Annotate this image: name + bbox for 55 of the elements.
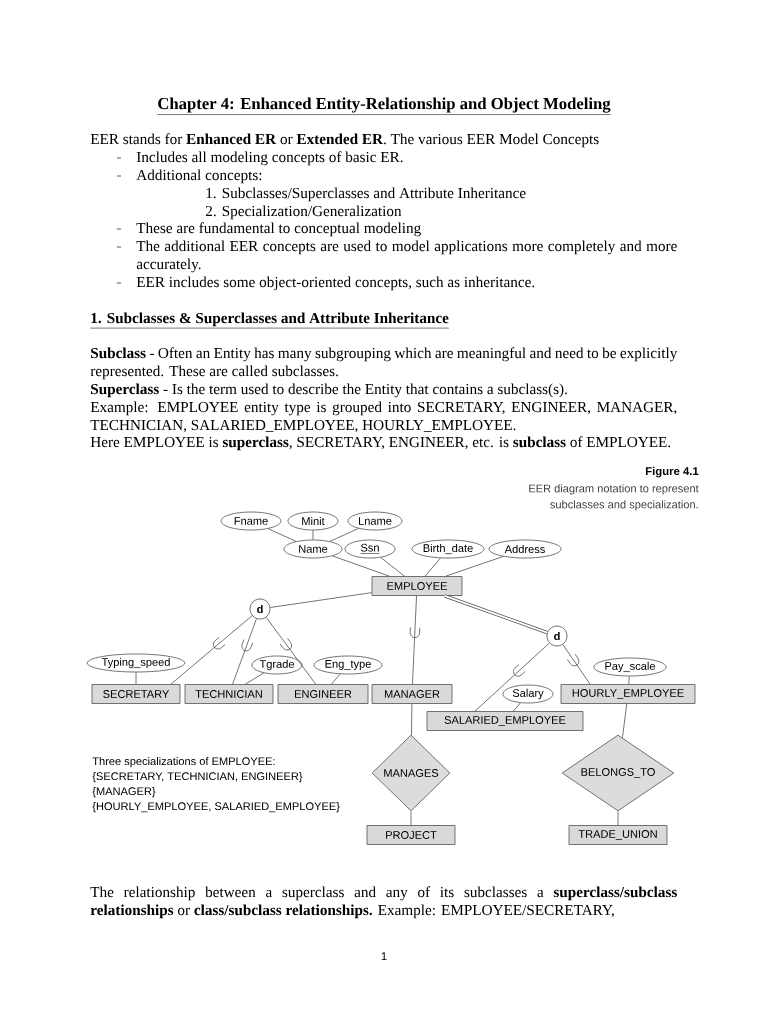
entity-box: PROJECT [366,825,456,845]
connector-line [269,592,372,608]
entity-box: MANAGER [371,684,453,704]
entity-box: SECRETARY [91,684,181,704]
subset-line [265,616,317,685]
figure-note: {SECRETARY, TECHNICIAN, ENGINEER} [92,772,303,783]
connector-line [135,672,137,685]
entity-box: SALARIED_EMPLOYEE [426,711,584,731]
figure-note: Three specializations of EMPLOYEE: [92,757,275,768]
connector-line [380,557,405,577]
page-number: 1 [381,952,387,960]
body-text: The relationship between a superclass and any of its subclasses a superclass/subclass relationships or class/subclass relationships. Example: EMPLOYEE/SECRETARY, [90,886,677,919]
section-heading: 1. Subclasses & Superclasses and Attribute Inheritance [90,312,450,329]
figure-note: {MANAGER} [92,787,156,798]
body-text: Example: EMPLOYEE entity type is grouped into SECRETARY, ENGINEER, MANAGER, TECHNICIAN, SALARIED_EMPLOYEE, HOURLY_EMPLOYEE. [90,401,677,433]
connector-line [245,672,265,685]
subset-line [170,615,253,685]
body-text: Additional concepts: [136,169,262,184]
double-line [443,594,549,635]
entity-box: ENGINEER [277,684,369,704]
connector-line [445,556,504,577]
body-text: EER includes some object-oriented concepts, such as inheritance. [136,276,535,291]
body-text: 2. Specialization/Generalization [205,205,402,220]
entity-box: EMPLOYEE [371,576,463,596]
body-text: Subclass - Often an Entity has many subgrouping which are meaningful and need to be explicitly represented. These are called subclasses. [90,347,678,380]
body-text: Includes all modeling concepts of basic ER. [136,151,403,166]
entity-box: TRADE_UNION [568,825,668,845]
connector-line [411,703,413,736]
connector-line [329,528,359,542]
title: Chapter 4: Enhanced Entity-Relationship and Object Modeling [157,97,611,115]
body-text: The additional EER concepts are used to model applications more completely and more accurately. [136,240,677,273]
body-text: EER stands for Enhanced ER or Extended ER. The various EER Model Concepts [90,133,599,148]
figure-note: {HOURLY_EMPLOYEE, SALARIED_EMPLOYEE} [92,802,340,813]
connector-line [617,811,619,826]
subset-line [474,642,550,712]
connector-line [332,555,390,577]
connector-line [312,530,314,540]
body-text: Superclass - Is the term used to describe the Entity that contains a subclass(s). [91,383,567,398]
connector-line [331,673,341,685]
connector-line [424,557,441,577]
body-text: Here EMPLOYEE is superclass, SECRETARY, ENGINEER, etc. is subclass of EMPLOYEE. [90,436,671,451]
connector-line [622,703,628,739]
connector-line [267,528,297,542]
figure-caption: EER diagram notation to represent subclasses and specialization. [529,484,699,511]
subset-line [562,644,591,685]
connector-line [628,676,630,685]
body-text: 1. Subclasses/Superclasses and Attribute Inheritance [206,187,526,202]
entity-box: HOURLY_EMPLOYEE [560,684,696,704]
figure-label: Figure 4.1 [645,466,699,478]
connector-line [410,811,412,826]
connector-line [513,702,521,712]
subset-line [409,595,421,685]
body-text: These are fundamental to conceptual modeling [136,222,421,237]
entity-box: TECHNICIAN [184,684,274,704]
subset-line [232,618,257,685]
